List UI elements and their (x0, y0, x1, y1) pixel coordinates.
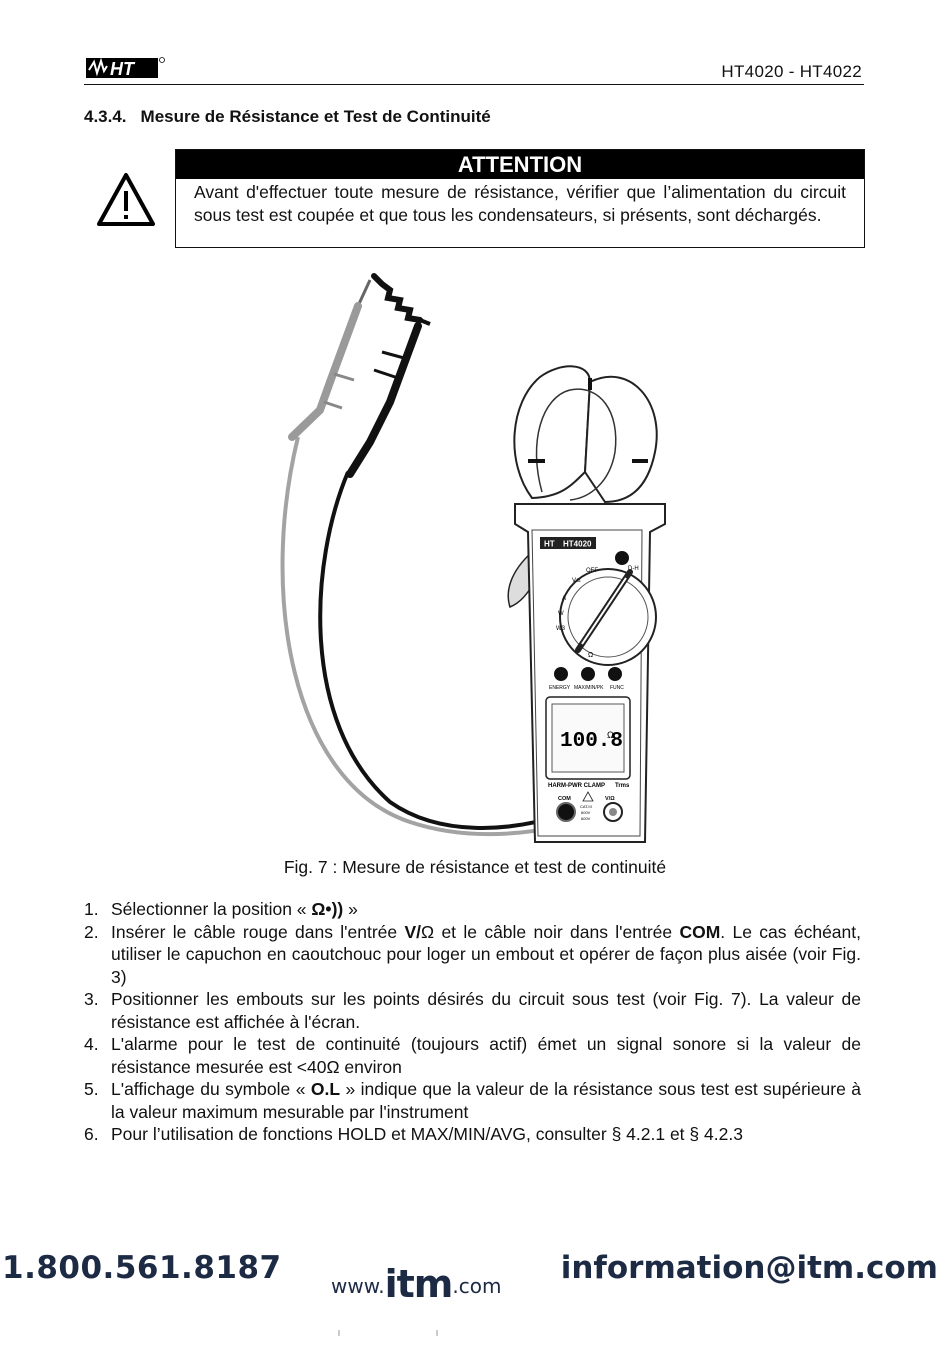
func-label: FUNC (610, 685, 624, 691)
rating-1: 600V (581, 810, 591, 815)
ht-logo: HT (86, 57, 165, 79)
step-5: 5.L'affichage du symbole « O.L » indique… (84, 1079, 861, 1122)
footer-website[interactable]: www.itm.com (331, 1262, 502, 1306)
energy-button[interactable] (554, 667, 568, 681)
func-button[interactable] (608, 667, 622, 681)
rating-2: 600V (581, 816, 591, 821)
meter-brand: HT (544, 540, 555, 549)
hold-button[interactable] (615, 551, 629, 565)
dial-label-watt3: W3 (556, 626, 566, 632)
clamp-jaws (513, 365, 658, 504)
section-title: 4.3.4. Mesure de Résistance et Test de Co… (84, 107, 491, 127)
lcd-value: 100.8 (560, 730, 623, 753)
step-6: 6.Pour l’utilisation de fonctions HOLD e… (84, 1124, 743, 1144)
section-number: 4.3.4. (84, 107, 127, 126)
hold-label: D-H (628, 566, 639, 572)
lcd-unit: Ω (607, 730, 614, 740)
step-2: 2.Insérer le câble rouge dans l'entrée V… (84, 921, 861, 987)
vohm-plug (609, 808, 617, 816)
dial-label-off: OFF (586, 568, 598, 574)
vohm-label: V/Ω (605, 796, 615, 802)
com-terminal[interactable] (556, 802, 576, 822)
rotary-selector[interactable] (559, 568, 657, 666)
step-3: 3.Positionner les embouts sur les points… (84, 989, 861, 1032)
dial-label-watt: W (558, 611, 564, 617)
attention-text: Avant d'effectuer toute mesure de résist… (194, 182, 846, 225)
cat-label: CAT.III (580, 804, 592, 809)
trms-label: Trms (615, 783, 630, 789)
meter-model: HT4020 (563, 540, 592, 549)
attention-box: ATTENTION Avant d'effectuer toute mesure… (175, 149, 865, 248)
itm-logo: itm (384, 1262, 454, 1306)
lcd-screen (551, 703, 625, 773)
continuity-ohm-icon: Ω•)) (311, 899, 344, 919)
attention-title: ATTENTION (176, 150, 864, 179)
footer-email[interactable]: information@itm.com (560, 1250, 938, 1286)
figure-caption: Fig. 7 : Mesure de résistance et test de… (283, 857, 667, 877)
maxminpk-label: MAX/MIN/PK (574, 685, 604, 691)
dial-label-ohm: Ω (588, 652, 593, 659)
step-1: 1.Sélectionner la position « Ω•)) » (84, 899, 358, 919)
meter-brand-label (540, 537, 596, 549)
footer-phone[interactable]: 1.800.561.8187 (2, 1250, 282, 1286)
footer-mark (436, 1330, 438, 1336)
model-name: HT4020 - HT4022 (721, 62, 862, 81)
warning-triangle-icon (97, 173, 155, 226)
red-test-probe (288, 279, 372, 441)
logo-text: HT (110, 59, 136, 79)
clamp-meter-figure: HT HT4020 D-H OFF V≅ A W W3 Ω ENERGY MAX… (280, 273, 666, 843)
cat-warning-icon (582, 791, 594, 802)
section-title-text: Mesure de Résistance et Test de Continui… (140, 107, 491, 126)
step-4: 4.L'alarme pour le test de continuité (t… (84, 1034, 861, 1077)
footer-mark (338, 1330, 340, 1336)
energy-label: ENERGY (549, 685, 571, 691)
black-test-probe (346, 273, 431, 478)
dial-label-amp: A (562, 596, 566, 602)
name-plate: HARM-PWR CLAMP (548, 783, 605, 789)
dial-label-volt: V≅ (572, 578, 581, 584)
procedure-steps: 1.Sélectionner la position « Ω•)) » 2.In… (84, 898, 861, 1146)
maxminpk-button[interactable] (581, 667, 595, 681)
com-label: COM (558, 796, 571, 802)
header-rule (84, 84, 864, 85)
